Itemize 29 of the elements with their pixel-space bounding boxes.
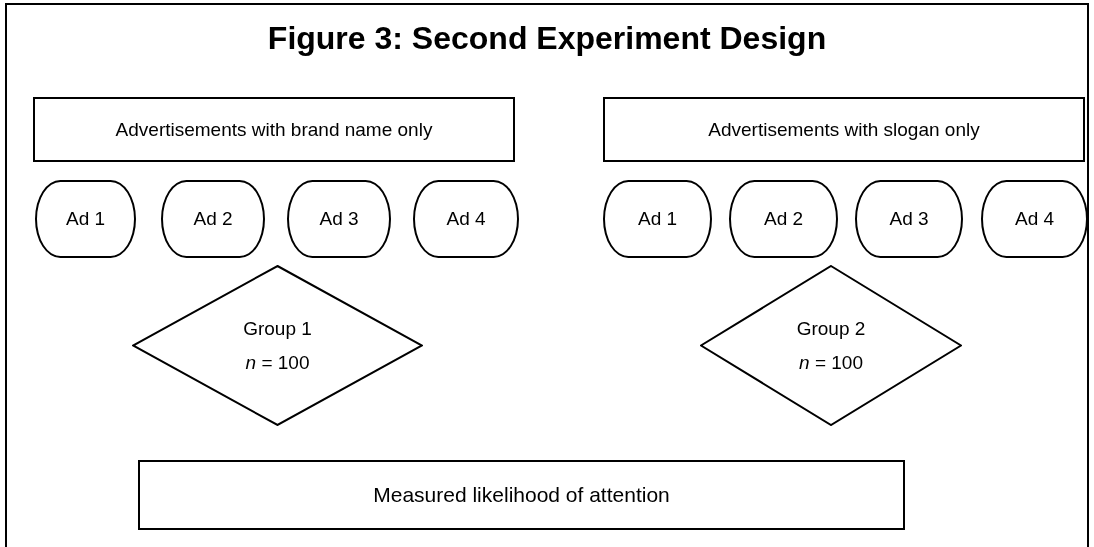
decision-diamond — [700, 265, 962, 426]
node-label: Ad 3 — [889, 207, 929, 231]
process-box — [603, 97, 1085, 162]
ad-shape — [729, 180, 838, 258]
decision-diamond — [132, 265, 423, 426]
node-label: Ad 4 — [1014, 207, 1055, 231]
node-label: n = 100 — [799, 350, 863, 375]
node-label: Ad 2 — [193, 207, 233, 231]
node-label: Group 2 — [796, 316, 866, 341]
ad-shape — [603, 180, 712, 258]
process-box — [33, 97, 515, 162]
ad-shape — [981, 180, 1088, 258]
node-label: Ad 3 — [319, 207, 359, 231]
process-box — [138, 460, 905, 530]
ad-shape — [287, 180, 391, 258]
ad-shape — [161, 180, 265, 258]
node-label: Measured likelihood of attention — [373, 482, 670, 508]
ad-shape — [855, 180, 963, 258]
node-label: Ad 2 — [763, 207, 804, 231]
ad-shape — [35, 180, 136, 258]
node-label: n = 100 — [245, 350, 310, 375]
node-label: Ad 1 — [637, 207, 678, 231]
ad-shape — [413, 180, 519, 258]
node-label: Ad 4 — [446, 207, 486, 231]
node-label: Advertisements with slogan only — [708, 117, 980, 142]
node-label: Advertisements with brand name only — [115, 117, 433, 142]
node-label: Ad 1 — [65, 207, 106, 231]
diagram-title: Figure 3: Second Experiment Design — [266, 22, 828, 54]
node-label: Group 1 — [243, 316, 312, 341]
